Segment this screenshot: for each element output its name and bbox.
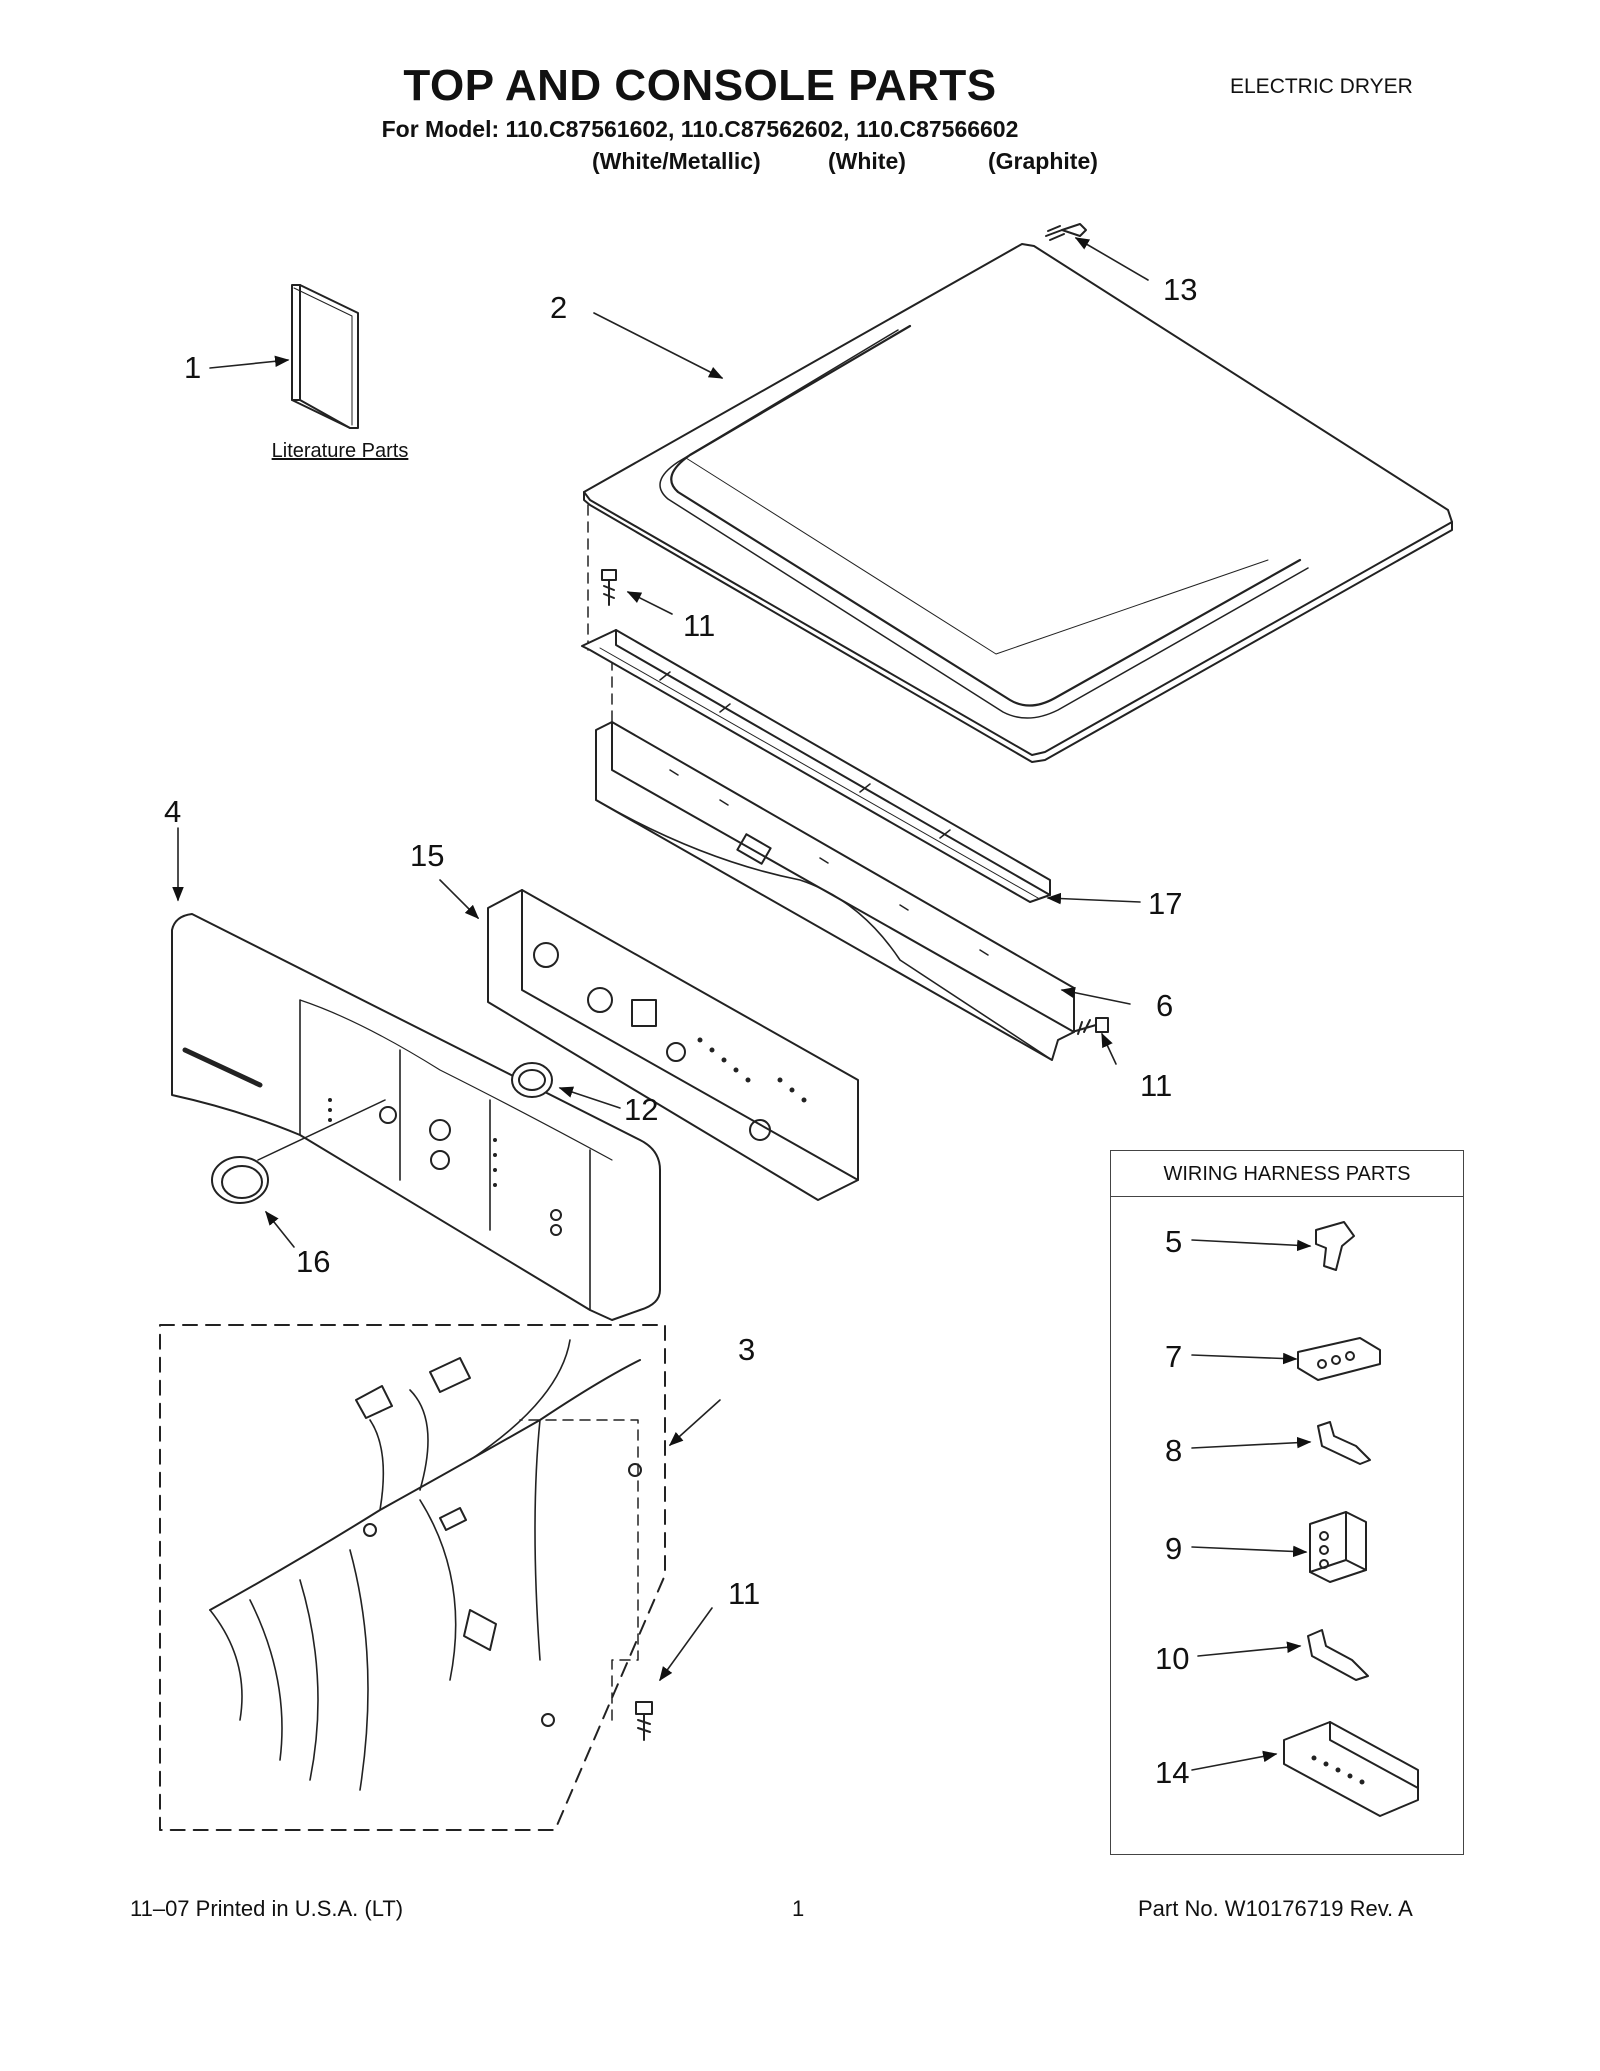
screw-part-11-lower [635,1701,653,1741]
callout-13: 13 [1163,272,1198,307]
wiring-harness-box: WIRING HARNESS PARTS 5 7 8 9 10 14 [1110,1150,1464,1855]
screw-part-11-upper [601,569,617,606]
literature-parts-label: Literature Parts [271,440,409,462]
callout-3: 3 [738,1332,756,1367]
callout-5: 5 [1165,1224,1183,1259]
console-bracket-part [595,721,1075,1061]
page-title: TOP AND CONSOLE PARTS [403,61,997,110]
ui-board-part [487,889,859,1201]
page-number: 1 [792,1896,805,1921]
harness-part-9-housing [1309,1511,1367,1583]
harness-part-8-terminal [1317,1421,1371,1465]
harness-part-10-terminal [1307,1629,1369,1681]
document-type: ELECTRIC DRYER [1230,75,1413,98]
callout-11-upper: 11 [683,608,716,643]
wiring-harness-title: WIRING HARNESS PARTS [1111,1151,1463,1197]
literature-booklet-part [291,284,359,429]
screw-part-11-right [1071,1017,1109,1035]
callout-6: 6 [1156,988,1174,1023]
callout-4: 4 [164,794,182,829]
part-number: Part No. W10176719 Rev. A [1138,1896,1413,1921]
variant-white-metallic: (White/Metallic) [592,148,761,174]
leader-arrows [172,237,1312,1771]
wiring-harness-part [159,1324,666,1831]
callout-17: 17 [1148,886,1183,921]
callout-14: 14 [1155,1755,1190,1790]
callout-7: 7 [1165,1339,1183,1374]
harness-part-7-connector [1297,1337,1381,1381]
harness-part-5-clip [1315,1221,1355,1271]
model-line: For Model: 110.C87561602, 110.C87562602,… [381,116,1019,142]
callout-10: 10 [1155,1641,1190,1676]
callout-11-lower: 11 [728,1576,761,1611]
callout-11-right: 11 [1140,1068,1173,1103]
screw-part-13 [1045,223,1087,241]
print-info: 11–07 Printed in U.S.A. (LT) [130,1896,404,1921]
variant-graphite: (Graphite) [988,148,1098,174]
knob-ring-part [511,1062,553,1098]
harness-part-14-connector-block [1283,1721,1419,1817]
callout-1: 1 [184,350,202,385]
callout-12: 12 [624,1092,659,1127]
variant-white: (White) [828,148,906,174]
console-panel-part [171,913,661,1321]
callout-15: 15 [410,838,445,873]
callout-8: 8 [1165,1433,1183,1468]
callout-9: 9 [1165,1531,1183,1566]
knob-part [211,1099,386,1204]
alignment-dashed-lines [519,504,639,1721]
callout-2: 2 [550,290,568,325]
callout-16: 16 [296,1244,331,1279]
dryer-top-panel-part [583,243,1453,763]
